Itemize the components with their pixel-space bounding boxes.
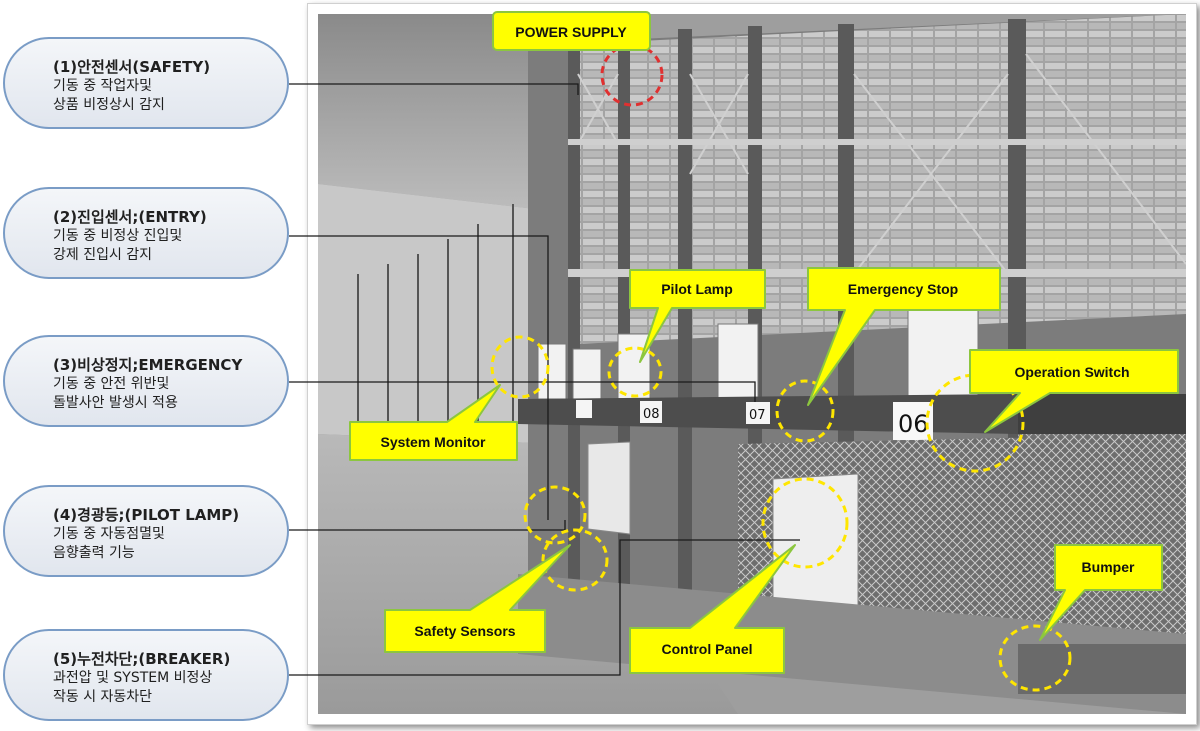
rack-number-08: 08 [643, 407, 660, 422]
sensor-title: (4)경광등;(PILOT LAMP) [53, 506, 240, 524]
sensor-pill-breaker: (5)누전차단;(BREAKER) 과전압 및 SYSTEM 비정상 작동 시 … [3, 629, 289, 721]
sensor-desc-line2: 작동 시 자동차단 [53, 689, 153, 705]
sensor-desc-line1: 기동 중 안전 위반및 [53, 376, 170, 392]
sensor-pill-emergency: (3)비상정지;EMERGENCY 기동 중 안전 위반및 돌발사안 발생시 적… [3, 335, 289, 427]
warehouse-photo: 08 07 06 [318, 14, 1186, 714]
rack-number-07: 07 [749, 408, 766, 423]
sensor-title: (3)비상정지;EMERGENCY [53, 356, 243, 374]
sensor-title: (5)누전차단;(BREAKER) [53, 650, 231, 668]
sensor-title: (1)안전센서(SAFETY) [53, 58, 211, 76]
sensor-pill-safety: (1)안전센서(SAFETY) 기동 중 작업자및 상품 비정상시 감지 [3, 37, 289, 129]
warehouse-photo-frame: 08 07 06 [307, 3, 1197, 725]
sensor-desc-line1: 기동 중 작업자및 [53, 78, 153, 94]
sensor-pill-entry: (2)진입센서;(ENTRY) 기동 중 비정상 진입및 강제 진입시 감지 [3, 187, 289, 279]
sensor-desc-line1: 기동 중 비정상 진입및 [53, 228, 183, 244]
sensor-pill-pilot-lamp: (4)경광등;(PILOT LAMP) 기동 중 자동점멸및 음향출력 기능 [3, 485, 289, 577]
sensor-desc-line2: 음향출력 기능 [53, 545, 135, 561]
sensor-desc-line2: 상품 비정상시 감지 [53, 97, 165, 113]
sensor-desc-line1: 기동 중 자동점멸및 [53, 526, 165, 542]
sensor-title: (2)진입센서;(ENTRY) [53, 208, 207, 226]
sensor-desc-line2: 돌발사안 발생시 적용 [53, 395, 178, 411]
rack-number-06: 06 [898, 410, 929, 438]
sensor-desc-line1: 과전압 및 SYSTEM 비정상 [53, 670, 213, 686]
sensor-desc-line2: 강제 진입시 감지 [53, 247, 153, 263]
